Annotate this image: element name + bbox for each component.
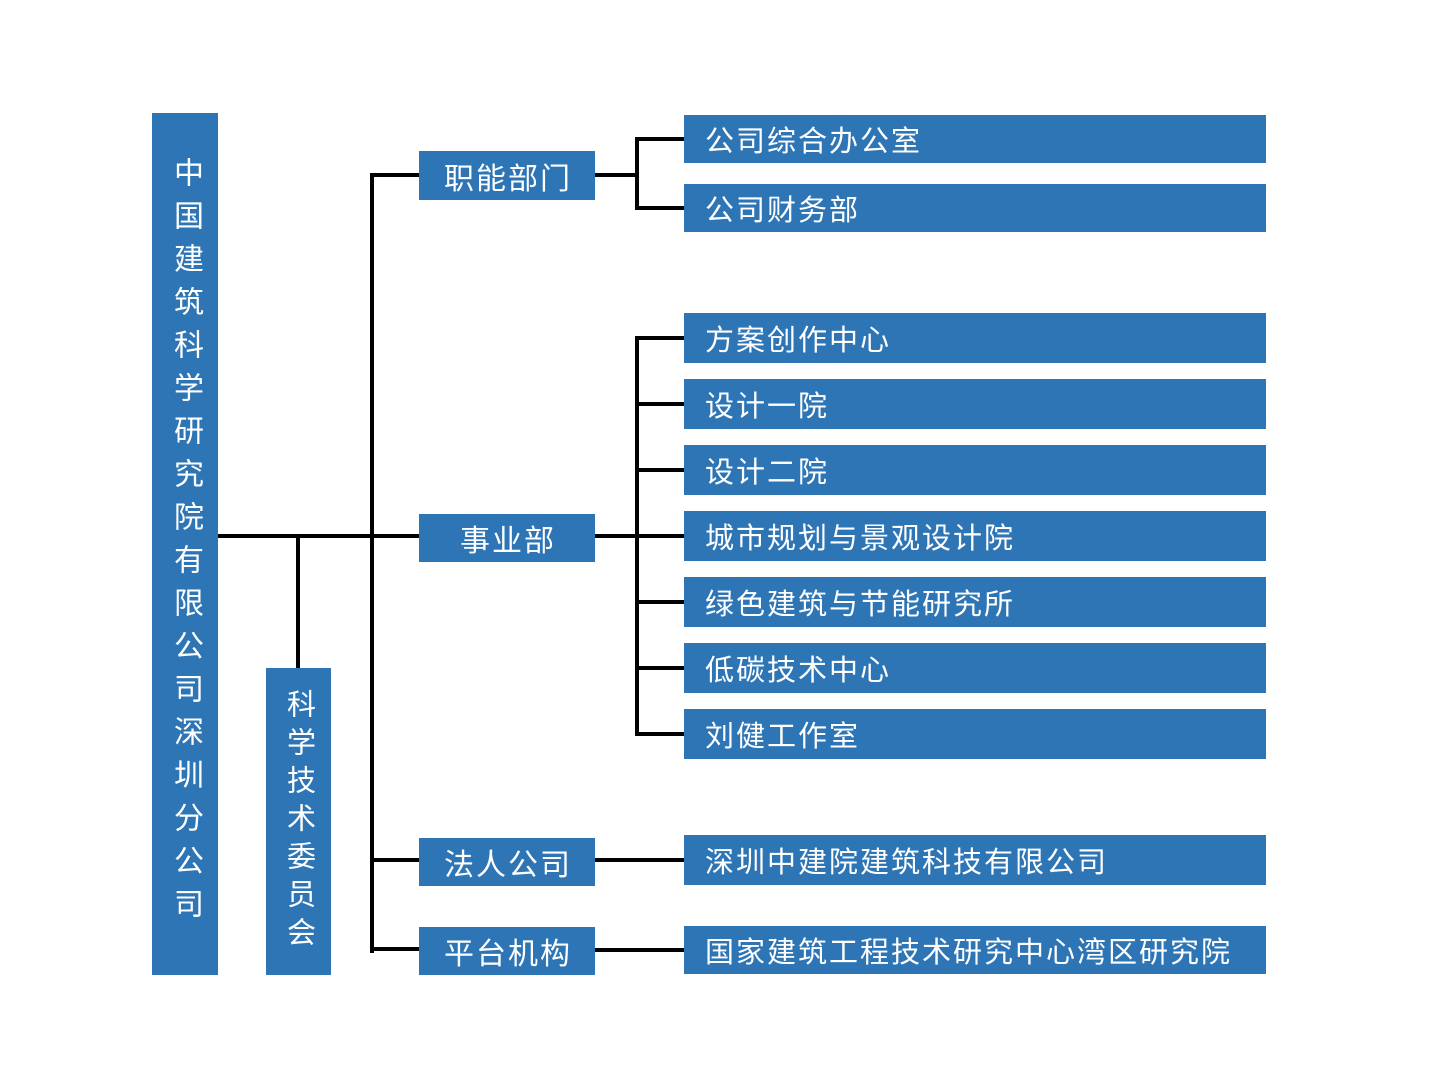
branch-platform-org-box: 平台机构 — [419, 927, 595, 975]
connector-functional-child-0 — [635, 137, 684, 141]
committee-box: 科学技术委员会 — [266, 668, 331, 975]
connector-legal-entity-child — [595, 858, 684, 862]
dept-general-office-box: 公司综合办公室 — [684, 115, 1266, 163]
platform-bay-area-institute-box: 国家建筑工程技术研究中心湾区研究院 — [684, 926, 1266, 974]
company-szcabr-tech-label: 深圳中建院建筑科技有限公司 — [705, 847, 1109, 879]
org-root-box: 中国建筑科学研究院有限公司深圳分公司 — [152, 113, 218, 975]
connector-business-vertical — [635, 336, 639, 736]
connector-functional-vertical — [635, 137, 639, 210]
branch-legal-entity-box: 法人公司 — [419, 838, 595, 886]
dept-low-carbon-tech-label: 低碳技术中心 — [705, 655, 892, 687]
branch-business-division-label: 事业部 — [460, 525, 556, 558]
dept-design-institute-2-label: 设计二院 — [705, 457, 830, 489]
connector-branches-vertical — [370, 173, 374, 953]
connector-business-child-4 — [635, 600, 684, 604]
branch-business-division-box: 事业部 — [419, 514, 595, 562]
connector-stub-platform — [370, 947, 420, 951]
connector-platform-child — [595, 948, 684, 952]
dept-general-office-label: 公司综合办公室 — [705, 126, 923, 158]
connector-business-out — [595, 534, 684, 538]
dept-low-carbon-tech-box: 低碳技术中心 — [684, 643, 1266, 693]
dept-scheme-creation-center-label: 方案创作中心 — [705, 325, 892, 357]
branch-functional-departments-box: 职能部门 — [419, 151, 595, 200]
connector-functional-child-1 — [635, 206, 684, 210]
dept-design-institute-1-box: 设计一院 — [684, 379, 1266, 429]
dept-urban-planning-landscape-label: 城市规划与景观设计院 — [705, 523, 1016, 555]
dept-finance-box: 公司财务部 — [684, 184, 1266, 232]
dept-liujian-studio-label: 刘健工作室 — [705, 721, 861, 753]
connector-root-to-committee — [296, 534, 300, 668]
connector-business-child-5 — [635, 666, 684, 670]
connector-stub-legal-entity — [370, 858, 420, 862]
dept-design-institute-1-label: 设计一院 — [705, 391, 830, 423]
connector-business-child-6 — [635, 732, 684, 736]
branch-functional-departments-label: 职能部门 — [444, 162, 572, 196]
branch-platform-org-label: 平台机构 — [444, 938, 572, 971]
platform-bay-area-institute-label: 国家建筑工程技术研究中心湾区研究院 — [705, 937, 1233, 969]
dept-green-building-energy-box: 绿色建筑与节能研究所 — [684, 577, 1266, 627]
dept-design-institute-2-box: 设计二院 — [684, 445, 1266, 495]
connector-business-child-0 — [635, 336, 684, 340]
dept-urban-planning-landscape-box: 城市规划与景观设计院 — [684, 511, 1266, 561]
org-root-label: 中国建筑科学研究院有限公司深圳分公司 — [169, 157, 202, 931]
company-szcabr-tech-box: 深圳中建院建筑科技有限公司 — [684, 835, 1266, 885]
connector-business-child-2 — [635, 468, 684, 472]
dept-scheme-creation-center-box: 方案创作中心 — [684, 313, 1266, 363]
dept-finance-label: 公司财务部 — [705, 195, 861, 227]
connector-root-to-branches — [218, 534, 420, 538]
branch-legal-entity-label: 法人公司 — [444, 849, 572, 882]
committee-label: 科学技术委员会 — [282, 688, 315, 955]
dept-liujian-studio-box: 刘健工作室 — [684, 709, 1266, 759]
connector-business-child-1 — [635, 402, 684, 406]
connector-stub-functional — [370, 173, 420, 177]
connector-functional-out — [595, 173, 639, 177]
dept-green-building-energy-label: 绿色建筑与节能研究所 — [705, 589, 1016, 621]
